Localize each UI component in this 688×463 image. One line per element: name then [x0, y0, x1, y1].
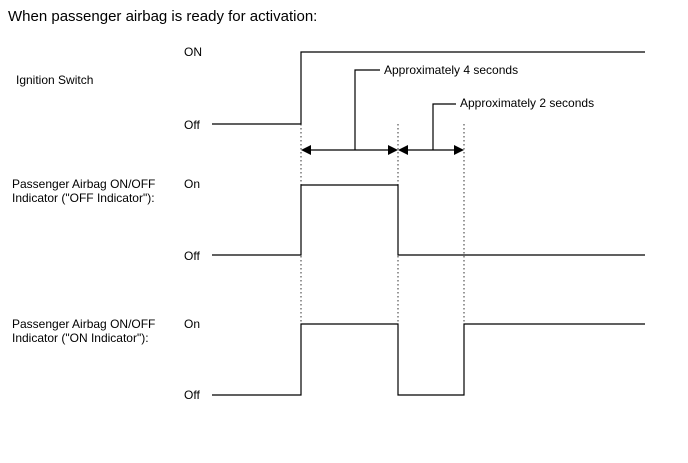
on-indicator-waveform [212, 323, 645, 396]
on-indicator-label-line1: Passenger Airbag ON/OFF [12, 317, 156, 331]
ignition-switch-label: Ignition Switch [16, 73, 94, 87]
ignition-off-label: Off [184, 118, 200, 132]
ignition-waveform [212, 51, 645, 125]
interval-4s-label: Approximately 4 seconds [384, 63, 519, 77]
on-indicator-label-line2: Indicator ("ON Indicator"): [12, 331, 149, 345]
off-indicator-off-label: Off [184, 249, 200, 263]
arrowhead-left-4s [301, 145, 311, 155]
off-indicator-waveform [212, 184, 645, 256]
interval-4s-leader [354, 69, 380, 150]
arrowhead-right-2s [454, 145, 464, 155]
interval-2s-leader [432, 103, 456, 150]
on-indicator-on-label: On [184, 317, 201, 331]
arrowhead-left-2s [398, 145, 408, 155]
ignition-on-label: ON [184, 45, 202, 59]
interval-2s-label: Approximately 2 seconds [460, 96, 595, 110]
off-indicator-on-label: On [184, 177, 201, 191]
on-indicator-off-label: Off [184, 388, 200, 402]
off-indicator-label-line2: Indicator ("OFF Indicator"): [12, 191, 155, 205]
off-indicator-label-line1: Passenger Airbag ON/OFF [12, 177, 156, 191]
arrowhead-right-4s [388, 145, 398, 155]
diagram-title: When passenger airbag is ready for activ… [8, 8, 318, 25]
